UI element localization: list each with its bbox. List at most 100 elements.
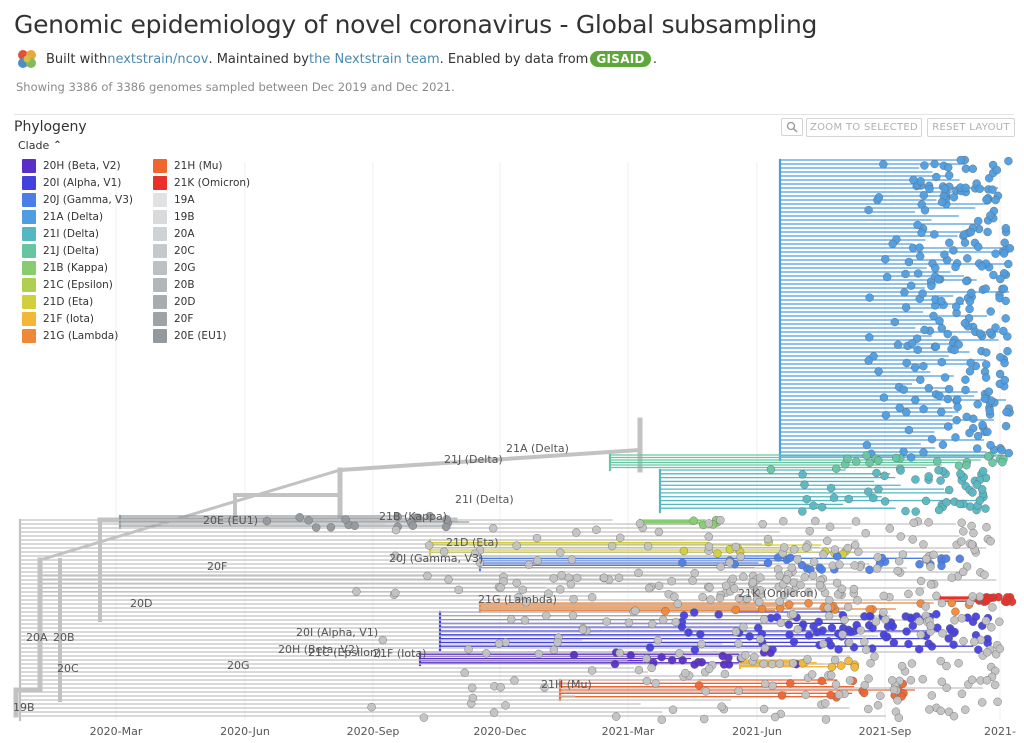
- tree-tip[interactable]: [967, 521, 976, 531]
- tree-tip[interactable]: [901, 269, 910, 279]
- tree-tip[interactable]: [741, 651, 750, 660]
- legend-item[interactable]: 21K (Omicron): [153, 174, 273, 191]
- tree-tip[interactable]: [962, 412, 971, 422]
- tree-tip[interactable]: [996, 274, 1005, 284]
- tree-tip[interactable]: [938, 440, 948, 449]
- tree-tip[interactable]: [1002, 407, 1011, 417]
- tree-tip[interactable]: [920, 206, 930, 215]
- tree-tip[interactable]: [697, 639, 706, 649]
- tree-tip[interactable]: [957, 518, 966, 527]
- tree-tip[interactable]: [827, 623, 837, 633]
- tree-tip[interactable]: [573, 573, 582, 583]
- tree-tip[interactable]: [716, 515, 725, 525]
- tree-tip[interactable]: [804, 631, 814, 640]
- tree-tip[interactable]: [489, 524, 498, 533]
- tree-tip[interactable]: [949, 246, 958, 255]
- tree-tip[interactable]: [889, 685, 899, 694]
- tree-tip[interactable]: [904, 639, 913, 649]
- tree-tip[interactable]: [475, 558, 485, 567]
- tree-tip[interactable]: [718, 651, 727, 661]
- tree-tip[interactable]: [879, 591, 888, 601]
- tree-tip[interactable]: [900, 288, 909, 297]
- tree-tip[interactable]: [974, 216, 983, 226]
- tree-tip[interactable]: [352, 587, 361, 596]
- tree-tip[interactable]: [986, 440, 995, 450]
- tree-tip[interactable]: [879, 630, 889, 639]
- tree-tip[interactable]: [851, 540, 860, 550]
- tree-tip[interactable]: [965, 367, 975, 376]
- tree-tip[interactable]: [763, 558, 773, 568]
- tree-tip[interactable]: [909, 175, 918, 185]
- tree-tip[interactable]: [569, 650, 579, 660]
- tree-tip[interactable]: [780, 543, 789, 552]
- tree-tip[interactable]: [1004, 156, 1013, 166]
- tree-tip[interactable]: [697, 658, 706, 667]
- tree-tip[interactable]: [995, 369, 1005, 379]
- tree-tip[interactable]: [883, 272, 892, 282]
- tree-tip[interactable]: [721, 581, 731, 590]
- tree-tip[interactable]: [844, 638, 854, 647]
- tree-tip[interactable]: [566, 580, 576, 589]
- tree-tip[interactable]: [670, 592, 679, 601]
- tree-tip[interactable]: [760, 615, 769, 624]
- tree-tip[interactable]: [951, 607, 960, 616]
- tree-tip[interactable]: [986, 537, 995, 546]
- tree-tip[interactable]: [983, 648, 992, 657]
- tree-tip[interactable]: [927, 642, 937, 651]
- tree-tip[interactable]: [988, 458, 997, 467]
- tree-tip[interactable]: [872, 468, 881, 478]
- tree-tip[interactable]: [414, 513, 423, 523]
- tree-tip[interactable]: [760, 643, 770, 653]
- tree-tip[interactable]: [937, 407, 946, 417]
- tree-tip[interactable]: [890, 317, 899, 327]
- tree-tip[interactable]: [891, 453, 901, 463]
- tree-tip[interactable]: [518, 585, 527, 594]
- tree-tip[interactable]: [968, 164, 977, 173]
- tree-tip[interactable]: [959, 567, 968, 577]
- tree-tip[interactable]: [785, 630, 794, 639]
- tree-tip[interactable]: [818, 626, 827, 635]
- tree-tip[interactable]: [825, 596, 834, 605]
- tree-tip[interactable]: [731, 605, 740, 615]
- tree-tip[interactable]: [644, 583, 654, 593]
- tree-tip[interactable]: [819, 639, 828, 649]
- tree-tip[interactable]: [865, 612, 874, 621]
- tree-tip[interactable]: [734, 686, 743, 696]
- tree-tip[interactable]: [599, 573, 609, 582]
- tree-tip[interactable]: [983, 227, 992, 237]
- tree-tip[interactable]: [906, 453, 916, 462]
- tree-tip[interactable]: [588, 593, 597, 602]
- tree-tip[interactable]: [982, 360, 991, 369]
- tree-tip[interactable]: [860, 637, 869, 646]
- tree-tip[interactable]: [840, 615, 849, 625]
- tree-tip[interactable]: [864, 674, 873, 683]
- tree-tip[interactable]: [441, 522, 451, 532]
- tree-tip[interactable]: [907, 339, 917, 348]
- tree-tip[interactable]: [648, 619, 657, 629]
- tree-tip[interactable]: [775, 597, 784, 606]
- tree-tip[interactable]: [819, 550, 828, 559]
- tree-tip[interactable]: [821, 699, 830, 708]
- tree-tip[interactable]: [972, 480, 981, 489]
- tree-tip[interactable]: [937, 296, 946, 306]
- tree-tip[interactable]: [893, 566, 902, 576]
- tree-tip[interactable]: [961, 705, 970, 714]
- tree-tip[interactable]: [926, 621, 935, 630]
- tree-tip[interactable]: [659, 615, 668, 624]
- tree-tip[interactable]: [811, 516, 820, 526]
- tree-tip[interactable]: [941, 554, 951, 563]
- tree-tip[interactable]: [464, 645, 473, 654]
- tree-tip[interactable]: [739, 572, 748, 581]
- tree-tip[interactable]: [783, 586, 793, 595]
- tree-tip[interactable]: [821, 715, 831, 724]
- tree-tip[interactable]: [837, 584, 847, 593]
- tree-tip[interactable]: [929, 311, 938, 321]
- tree-tip[interactable]: [977, 262, 986, 271]
- tree-tip[interactable]: [966, 358, 975, 368]
- tree-tip[interactable]: [689, 516, 698, 525]
- tree-tip[interactable]: [815, 580, 825, 590]
- tree-tip[interactable]: [694, 681, 704, 690]
- tree-tip[interactable]: [801, 690, 810, 700]
- tree-tip[interactable]: [944, 384, 954, 394]
- tree-tip[interactable]: [1001, 421, 1011, 431]
